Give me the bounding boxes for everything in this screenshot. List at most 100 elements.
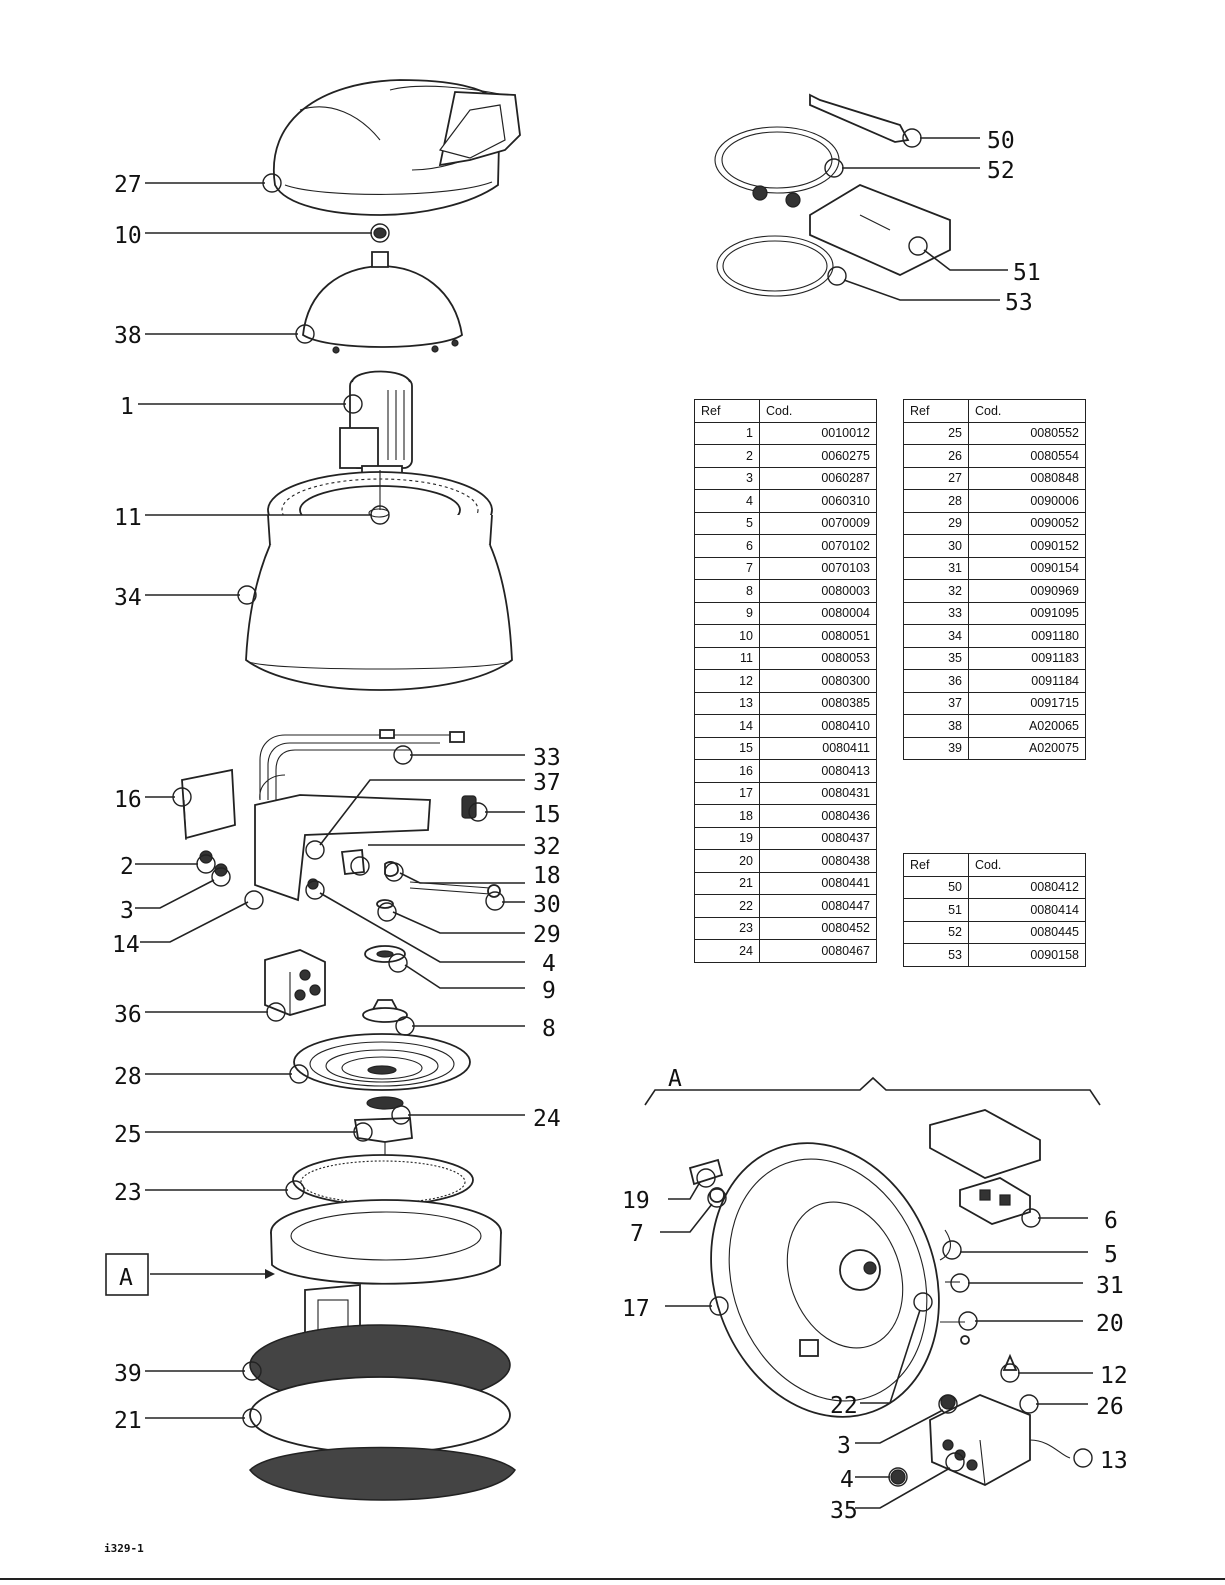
ref-cell: 22 xyxy=(694,894,760,918)
ref-cell: 17 xyxy=(694,781,760,805)
callout-15: 15 xyxy=(533,802,561,828)
callout-51: 51 xyxy=(1013,260,1041,286)
part-36-junction-box xyxy=(264,949,326,1016)
callout-52: 52 xyxy=(987,158,1015,184)
callout-1: 1 xyxy=(120,394,134,420)
cod-cell: 0091183 xyxy=(968,646,1086,670)
detail-a-title: A xyxy=(668,1066,682,1092)
ref-cell: 11 xyxy=(694,646,760,670)
left-leaders xyxy=(135,173,525,1428)
detail-a-leaders xyxy=(660,1168,1093,1509)
callout-labels: 27 10 38 1 11 34 33 37 16 15 32 2 18 3 3… xyxy=(112,128,1128,1524)
ref-cell: 6 xyxy=(694,534,760,558)
cod-cell: 0080411 xyxy=(759,736,877,760)
header-ref: Ref xyxy=(903,399,969,423)
callout-d22: 22 xyxy=(830,1393,858,1419)
part-38-dome xyxy=(302,251,463,354)
callout-24: 24 xyxy=(533,1106,561,1132)
ref-cell: 36 xyxy=(903,669,969,693)
cod-cell: 0090006 xyxy=(968,489,1086,513)
accessory-leaders xyxy=(824,128,1008,301)
cod-cell: 0091095 xyxy=(968,601,1086,625)
part-8-cone xyxy=(362,999,408,1023)
callout-53: 53 xyxy=(1005,290,1033,316)
ref-cell: 31 xyxy=(903,556,969,580)
callout-39: 39 xyxy=(114,1361,142,1387)
ref-cell: 8 xyxy=(694,579,760,603)
cod-cell: 0080003 xyxy=(759,579,877,603)
callout-36: 36 xyxy=(114,1002,142,1028)
part-28-disc xyxy=(293,1033,471,1091)
cod-cell: 0070009 xyxy=(759,511,877,535)
cod-cell: 0080467 xyxy=(759,939,877,963)
part-23-ring xyxy=(292,1154,474,1206)
callout-37: 37 xyxy=(533,770,561,796)
callout-d7: 7 xyxy=(630,1221,644,1247)
ref-cell: 52 xyxy=(903,920,969,944)
cod-cell: 0080848 xyxy=(968,466,1086,490)
callout-33: 33 xyxy=(533,745,561,771)
callout-A: A xyxy=(119,1265,133,1291)
callout-d5: 5 xyxy=(1104,1242,1118,1268)
ref-cell: 38 xyxy=(903,714,969,738)
parts-table-header: Ref Cod. xyxy=(694,399,877,423)
ref-cell: 35 xyxy=(903,646,969,670)
cod-cell: 0091715 xyxy=(968,691,1086,715)
cod-cell: 0070102 xyxy=(759,534,877,558)
callout-d35: 35 xyxy=(830,1498,858,1524)
callout-30: 30 xyxy=(533,892,561,918)
ref-cell: 2 xyxy=(694,444,760,468)
cod-cell: 0080004 xyxy=(759,601,877,625)
cod-cell: 0080300 xyxy=(759,669,877,693)
detail-a-box xyxy=(105,1253,149,1296)
ref-cell: 37 xyxy=(903,691,969,715)
callout-d20: 20 xyxy=(1096,1311,1124,1337)
ref-cell: 5 xyxy=(694,511,760,535)
ref-cell: 51 xyxy=(903,898,969,922)
ref-cell: 50 xyxy=(903,875,969,899)
cod-cell: 0091184 xyxy=(968,669,1086,693)
ref-cell: 3 xyxy=(694,466,760,490)
callout-3: 3 xyxy=(120,898,134,924)
small-parts-cluster xyxy=(199,795,501,909)
ref-cell: 30 xyxy=(903,534,969,558)
cod-cell: 0090969 xyxy=(968,579,1086,603)
callout-2: 2 xyxy=(120,854,134,880)
cod-cell: 0080053 xyxy=(759,646,877,670)
ref-cell: 1 xyxy=(694,421,760,445)
cod-cell: 0080385 xyxy=(759,691,877,715)
callout-d26: 26 xyxy=(1096,1394,1124,1420)
header-cod: Cod. xyxy=(968,853,1086,877)
cod-cell: 0080431 xyxy=(759,781,877,805)
ref-cell: 19 xyxy=(694,826,760,850)
cod-cell: 0080445 xyxy=(968,920,1086,944)
ref-cell: 24 xyxy=(694,939,760,963)
ref-cell: 15 xyxy=(694,736,760,760)
callout-8: 8 xyxy=(542,1016,556,1042)
ref-cell: 20 xyxy=(694,849,760,873)
cod-cell: 0070103 xyxy=(759,556,877,580)
cod-cell: 0060310 xyxy=(759,489,877,513)
